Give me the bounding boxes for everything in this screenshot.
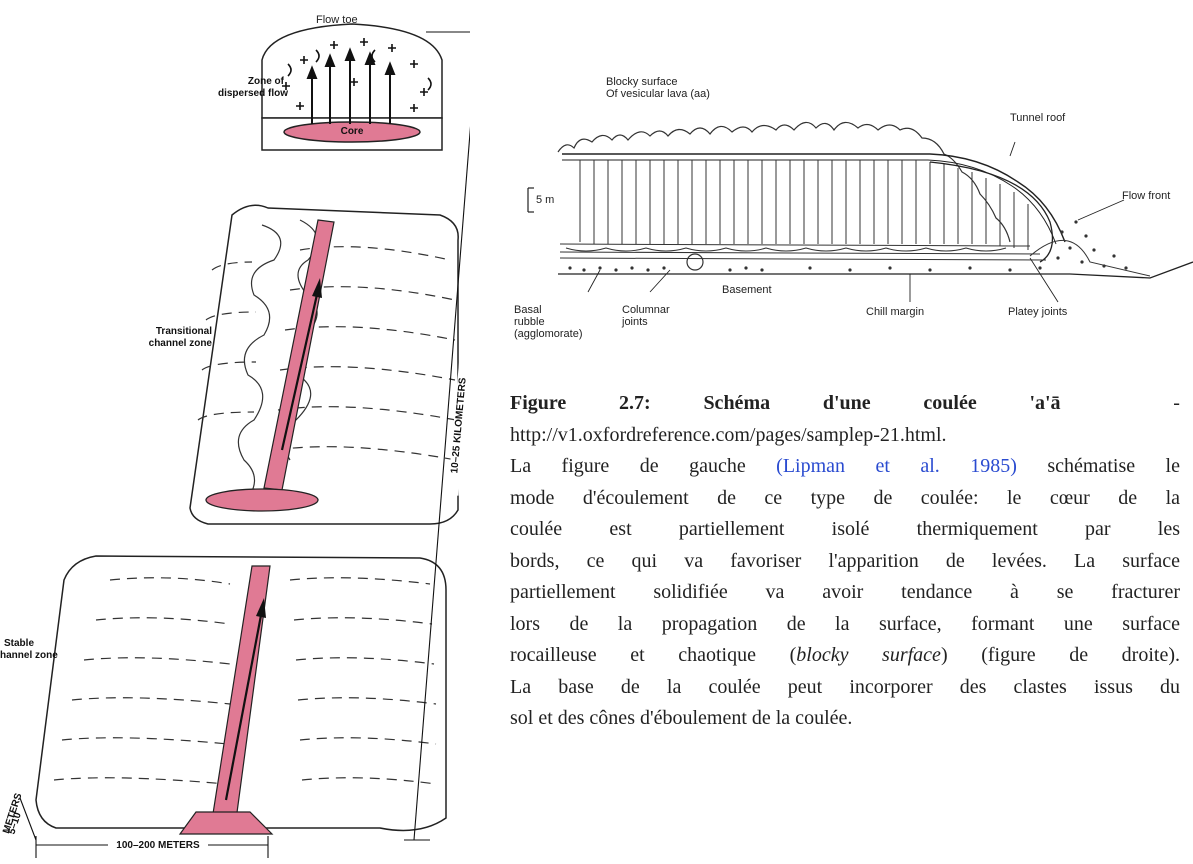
paragraph-line-2: mode d'écoulement de ce type de coulée: … (510, 483, 1180, 515)
caption-word-1: Schéma (703, 388, 770, 420)
paragraph-line-1-start: La figure de gauche (510, 455, 776, 477)
lava-flow-channel-diagram: Flow toe Zone of dispersed flow Core Tra… (0, 0, 470, 859)
paragraph-line-7-start: rocailleuse et chaotique ( (510, 644, 796, 666)
platey-joint-layers (560, 244, 1046, 260)
basal-rubble-label-line1: Basal (514, 304, 542, 316)
stable-channel-block (36, 556, 446, 834)
lipman-citation-link[interactable]: (Lipman et al. 1985) (776, 455, 1017, 477)
basal-rubble-label-line2: rubble (514, 316, 545, 328)
tunnel-roof-label: Tunnel roof (1010, 112, 1065, 124)
dispersed-zone-label-line1: Zone of (224, 76, 284, 87)
paragraph-line-6: lors de la propagation de la surface, fo… (510, 609, 1180, 641)
paragraph-line-9: sol et des cônes d'éboulement de la coul… (510, 703, 1180, 735)
paragraph-line-1-end: schématise le (1017, 455, 1180, 477)
paragraph-line-7-end: ) (figure de droite). (941, 644, 1180, 666)
paragraph-line-3: coulée est partiellement isolé thermique… (510, 514, 1180, 546)
paragraph-line-1: La figure de gauche (Lipman et al. 1985)… (510, 451, 1180, 483)
figure-number: 2.7: (619, 388, 651, 420)
columnar-joints-label-line2: joints (622, 316, 648, 328)
scale-bar (528, 188, 534, 212)
width-dimension-label: 100–200 METERS (108, 840, 208, 851)
chill-margin-label: Chill margin (866, 306, 924, 318)
caption-word-3: coulée (923, 388, 976, 420)
aa-cross-section-svg (510, 72, 1193, 362)
aa-flow-cross-section: Blocky surface Of vesicular lava (aa) Tu… (510, 72, 1193, 362)
transitional-zone-label-line2: channel zone (114, 338, 212, 349)
dispersed-zone-label-line2: dispersed flow (198, 88, 288, 99)
blocky-surface-label-line2: Of vesicular lava (aa) (606, 88, 710, 100)
core-label: Core (334, 126, 370, 137)
stable-zone-label-line2: hannel zone (0, 650, 58, 661)
blocky-surface-outline (558, 122, 1010, 242)
basal-rubble-label-line3: (agglomorate) (514, 328, 582, 340)
paragraph-line-4: bords, ce qui va favoriser l'apparition … (510, 546, 1180, 578)
figure-label: Figure (510, 392, 566, 414)
flow-toe-label: Flow toe (316, 14, 358, 26)
paragraph-line-5: partiellement solidifiée va avoir tendan… (510, 577, 1180, 609)
transitional-zone-label-line1: Transitional (120, 326, 212, 337)
paragraph-line-7: rocailleuse et chaotique (blocky surface… (510, 640, 1180, 672)
caption-word-4: 'a'ā (1029, 388, 1060, 420)
stable-zone-label-line1: Stable (4, 638, 34, 649)
scale-label: 5 m (536, 194, 554, 206)
transitional-channel-block (190, 205, 458, 524)
figure-caption: Figure 2.7: Schéma d'une coulée 'a'ā - h… (510, 388, 1180, 735)
caption-word-2: d'une (823, 388, 871, 420)
paragraph-line-8: La base de la coulée peut incorporer des… (510, 672, 1180, 704)
caption-dash: - (1113, 388, 1180, 420)
source-url: http://v1.oxfordreference.com/pages/samp… (510, 420, 1180, 452)
lava-flow-channel-svg (0, 0, 470, 859)
blocky-surface-label-line1: Blocky surface (606, 76, 678, 88)
platey-joints-label: Platey joints (1008, 306, 1067, 318)
columnar-joints-label-line1: Columnar (622, 304, 670, 316)
caption-title-line: Figure 2.7: Schéma d'une coulée 'a'ā - (510, 388, 1180, 420)
basement-label: Basement (722, 284, 772, 296)
flow-front-label: Flow front (1122, 190, 1170, 202)
blocky-surface-term: blocky surface (796, 644, 941, 666)
columnar-joints (580, 160, 1028, 250)
